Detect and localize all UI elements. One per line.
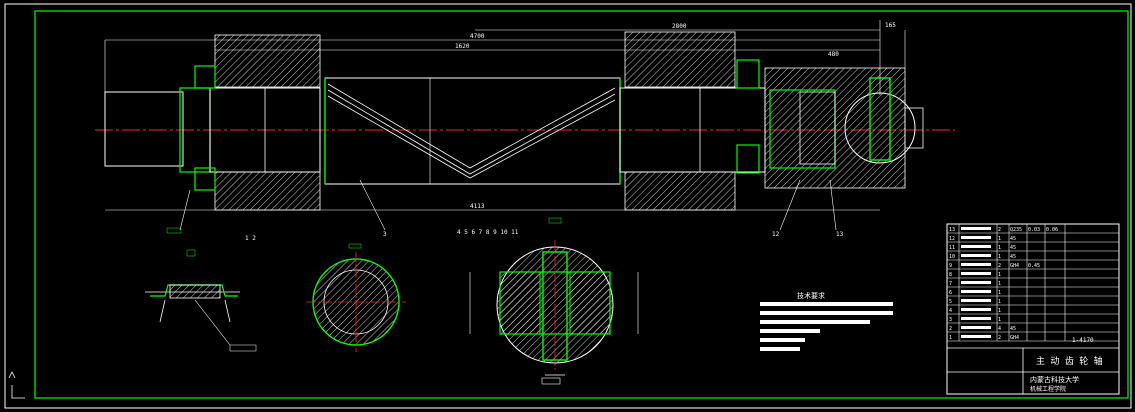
circular-section (306, 243, 406, 352)
outer-frame (4, 3, 1132, 409)
bom-cell: 10 (949, 254, 955, 260)
ucs-icon (8, 371, 25, 399)
bom-cell: 0.03 (1028, 227, 1040, 233)
dim-upper-span: 2800 (672, 23, 687, 30)
bom-cell: 8 (949, 272, 952, 278)
bom-cell: 0.06 (1046, 227, 1058, 233)
bom-cell: 1 (998, 254, 1001, 260)
bom-cell: 1 (949, 335, 952, 341)
label-part-12: 12 (772, 231, 780, 238)
bom-cell: 9 (949, 263, 952, 269)
bom-cell: 12 (949, 236, 955, 242)
bom-cell: 1 (998, 272, 1001, 278)
dim-bottom-length: 4113 (470, 203, 485, 210)
bom-cell: 45 (1010, 254, 1016, 260)
dim-overall-length: 4700 (470, 33, 485, 40)
bom-cell: 0.45 (1028, 263, 1040, 269)
bom-cell: 1 (998, 290, 1001, 296)
bom-cell: 4 (998, 326, 1001, 332)
bom-cell: 3 (949, 317, 952, 323)
dim-right-small: 480 (828, 51, 839, 58)
bom-name-placeholder (961, 236, 991, 239)
bom-name-placeholder (961, 335, 991, 338)
school-name: 内蒙古科技大学 (1030, 375, 1079, 384)
technical-requirements: 技术要求 (760, 291, 893, 351)
bom-cell: 1 (998, 236, 1001, 242)
bom-cell: 5 (949, 299, 952, 305)
bom-name-placeholder (961, 308, 991, 311)
bom-cell: 7 (949, 281, 952, 287)
label-section-a: 1 2 (245, 235, 256, 242)
bom-cell: GH4 (1010, 335, 1019, 341)
bom-cell: 2 (998, 227, 1001, 233)
bom-cell: 45 (1010, 326, 1016, 332)
label-part-3: 3 (383, 231, 387, 238)
bom-cell: 45 (1010, 245, 1016, 251)
bom-cell: 11 (949, 245, 955, 251)
coupling-section: 4 5 6 7 8 9 10 11 (457, 217, 639, 385)
drawing-number: 1-4170 (1072, 337, 1094, 344)
bom-cell: GH4 (1010, 263, 1019, 269)
bom-cell: 4 (949, 308, 952, 314)
bom-cell: 13 (949, 227, 955, 233)
bom-name-placeholder (961, 299, 991, 302)
bom-name-placeholder (961, 281, 991, 284)
bom-cell: 2 (998, 335, 1001, 341)
label-section-top: 4 5 6 7 8 9 10 11 (457, 229, 519, 236)
bom-name-placeholder (961, 227, 991, 230)
bom-cell: Q235 (1010, 227, 1022, 233)
bom-name-placeholder (961, 263, 991, 266)
department-name: 机械工程学院 (1030, 385, 1066, 393)
bom-name-placeholder (961, 254, 991, 257)
main-shaft-view: 4700 2800 1620 165 480 4113 3 12 13 (95, 20, 955, 238)
bom-cell: 6 (949, 290, 952, 296)
bom-name-placeholder (961, 245, 991, 248)
bom-name-placeholder (961, 290, 991, 293)
part-name: 主 动 齿 轮 轴 (1036, 355, 1103, 367)
bom-cell: 2 (949, 326, 952, 332)
bom-name-placeholder (961, 326, 991, 329)
dim-right-offset: 165 (885, 22, 896, 29)
bom-cell: 1 (998, 281, 1001, 287)
bom-cell: 1 (998, 317, 1001, 323)
section-detail-a: 1 2 (145, 235, 257, 352)
bom-cell: 1 (998, 308, 1001, 314)
tech-req-title: 技术要求 (797, 291, 825, 300)
bom-name-placeholder (961, 317, 991, 320)
label-part-13: 13 (836, 231, 844, 238)
bom-cell: 2 (998, 263, 1001, 269)
bom-cell: 1 (998, 245, 1001, 251)
dim-span-center: 1620 (455, 43, 470, 50)
inner-frame (34, 10, 1129, 399)
bom-cell: 45 (1010, 236, 1016, 242)
bom-name-placeholder (961, 272, 991, 275)
bom-cell: 1 (998, 299, 1001, 305)
